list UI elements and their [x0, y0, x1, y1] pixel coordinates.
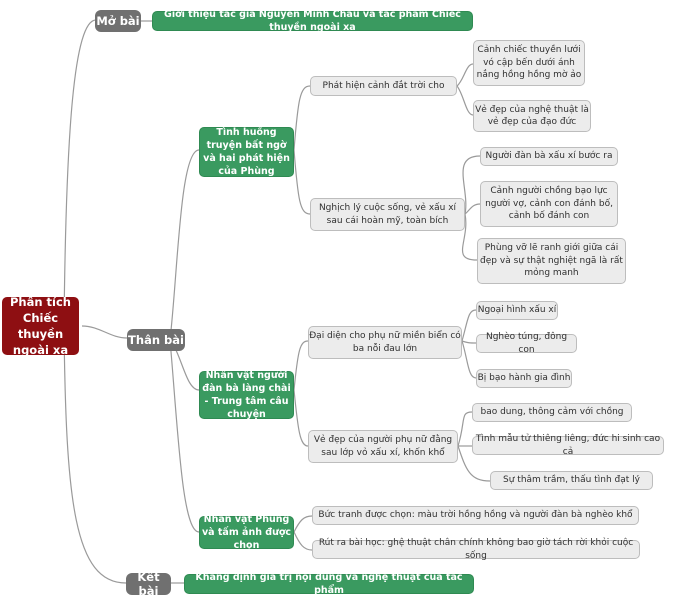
link-topic1-sub2: [293, 149, 311, 215]
link-t2s2-leaf3: [457, 445, 491, 482]
ket-bai-summary-node[interactable]: Khẳng định giá trị nội dung và nghệ thuậ…: [184, 572, 474, 596]
sub-ve-dep-phu-nu[interactable]: Vẻ đẹp của người phụ nữ đằng sau lớp vỏ …: [308, 430, 458, 463]
topic-nhan-vat-phung[interactable]: Nhân vật Phùng và tấm ảnh được chọn: [199, 514, 294, 551]
leaf-nguoi-dan-ba-buoc-ra[interactable]: Người đàn bà xấu xí bước ra: [480, 147, 618, 166]
link-t1s1-leaf2: [456, 85, 474, 116]
link-topic2-sub2: [293, 389, 309, 447]
link-root-ket-bai: [63, 327, 127, 584]
root-node[interactable]: Phân tích Chiếc thuyền ngoài xa: [2, 295, 79, 357]
sub-ba-noi-dau[interactable]: Đại diện cho phụ nữ miền biển có ba nỗi …: [308, 326, 462, 359]
leaf-tham-tram[interactable]: Sự thâm trầm, thấu tình đạt lý: [490, 471, 653, 490]
link-t1s2-leaf2: [464, 203, 481, 215]
leaf-tinh-mau-tu[interactable]: Tình mẫu tử thiêng liêng, đức hi sinh ca…: [472, 434, 664, 457]
link-t1s1-leaf1: [456, 63, 474, 87]
sub-phat-hien-canh[interactable]: Phát hiện cảnh đắt trời cho: [310, 76, 457, 96]
leaf-bao-dung[interactable]: bao dung, thông cảm với chồng: [472, 403, 632, 422]
link-t2s2-leaf1: [457, 411, 473, 447]
link-root-mo-bai: [63, 19, 97, 327]
mo-bai-intro-node[interactable]: Giới thiệu tác giả Nguyễn Minh Châu và t…: [152, 9, 473, 33]
topic-nguoi-dan-ba[interactable]: Nhân vật người đàn bà làng chài - Trung …: [199, 370, 294, 420]
leaf-bai-hoc[interactable]: Rút ra bài học: ghệ thuật chân chính khô…: [312, 538, 640, 561]
link-topic2-sub1: [293, 340, 309, 391]
link-topic1-sub1: [293, 85, 311, 151]
link-t2s1-leaf3: [461, 340, 477, 379]
link-t2s1-leaf2: [461, 340, 477, 344]
leaf-ngoai-hinh[interactable]: Ngoại hình xấu xí: [476, 301, 558, 320]
link-t1s2-leaf3: [461, 213, 478, 261]
link-than-bai-topic3: [169, 339, 200, 533]
leaf-bao-hanh[interactable]: Bị bạo hành gia đình: [476, 369, 572, 388]
section-ket-bai[interactable]: Kết bài: [126, 570, 171, 598]
link-t2s1-leaf1: [461, 309, 477, 342]
link-topic3-item2: [293, 531, 313, 551]
leaf-ranh-gioi[interactable]: Phùng vỡ lẽ ranh giới giữa cái đẹp và sự…: [477, 238, 626, 284]
link-root-than-bai: [81, 325, 128, 339]
leaf-buc-tranh[interactable]: Bức tranh được chọn: màu trời hồng hồng …: [312, 506, 639, 525]
section-than-bai[interactable]: Thân bài: [127, 329, 185, 351]
sub-nghich-ly[interactable]: Nghịch lý cuộc sống, vẻ xấu xí sau cái h…: [310, 198, 465, 231]
leaf-ve-dep-nghe-thuat[interactable]: Vẻ đẹp của nghệ thuật là vẻ đẹp của đạo …: [473, 100, 591, 132]
leaf-canh-bao-luc[interactable]: Cảnh người chồng bạo lực người vợ, cảnh …: [480, 181, 618, 227]
leaf-canh-chiec-thuyen[interactable]: Cảnh chiếc thuyền lưới vó cập bến dưới á…: [473, 40, 585, 86]
link-topic3-item1: [293, 515, 313, 533]
section-mo-bai[interactable]: Mở bài: [95, 10, 141, 32]
link-than-bai-topic1: [169, 149, 200, 341]
link-t1s2-leaf1: [462, 155, 481, 215]
topic-tinh-huong[interactable]: Tình huống truyện bất ngờ và hai phát hi…: [199, 127, 294, 177]
leaf-ngheo-tung[interactable]: Nghèo túng, đông con: [476, 332, 577, 355]
